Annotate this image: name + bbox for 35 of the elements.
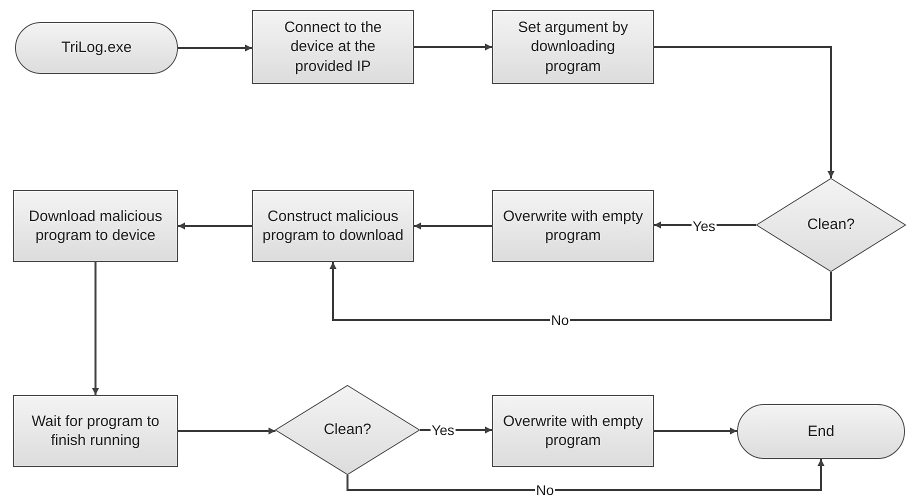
- process-box: [492, 10, 654, 84]
- node-text: Download malicious program to device: [28, 206, 164, 246]
- node-text: Overwrite with empty program: [502, 206, 644, 246]
- process-box: [492, 395, 654, 467]
- node-text: Connect to the device at the provided IP: [283, 18, 383, 76]
- arrow: [178, 428, 276, 434]
- process-box: [13, 190, 178, 262]
- node-text: Overwrite with empty program: [502, 412, 644, 450]
- arrow: [414, 222, 492, 230]
- process-box: [492, 190, 654, 262]
- arrow: [178, 222, 252, 230]
- node-text: Construct malicious program to download: [262, 206, 404, 246]
- node-text: Clean?: [806, 215, 856, 235]
- process-box: [252, 190, 414, 262]
- decision-diamond: [275, 385, 420, 475]
- arrow: [414, 44, 492, 50]
- edge-label: No: [535, 482, 555, 498]
- arrow: [654, 46, 834, 178]
- arrow: [178, 44, 252, 52]
- edge-label: Yes: [430, 422, 456, 438]
- node-text: Wait for program to finish running: [30, 412, 160, 450]
- arrow: [654, 428, 737, 434]
- process-box: [13, 395, 178, 467]
- arrow: [346, 459, 824, 491]
- node-text: End: [806, 422, 836, 442]
- terminal-shape: [15, 22, 178, 74]
- edge-label: No: [550, 312, 570, 328]
- arrow: [92, 262, 99, 395]
- node-text: TriLog.exe: [60, 38, 133, 58]
- process-box: [252, 10, 414, 84]
- node-text: Clean?: [322, 420, 372, 440]
- arrow: [330, 262, 832, 321]
- edge-label: Yes: [692, 218, 716, 234]
- decision-diamond: [756, 178, 906, 272]
- node-text: Set argument by downloading program: [516, 18, 630, 76]
